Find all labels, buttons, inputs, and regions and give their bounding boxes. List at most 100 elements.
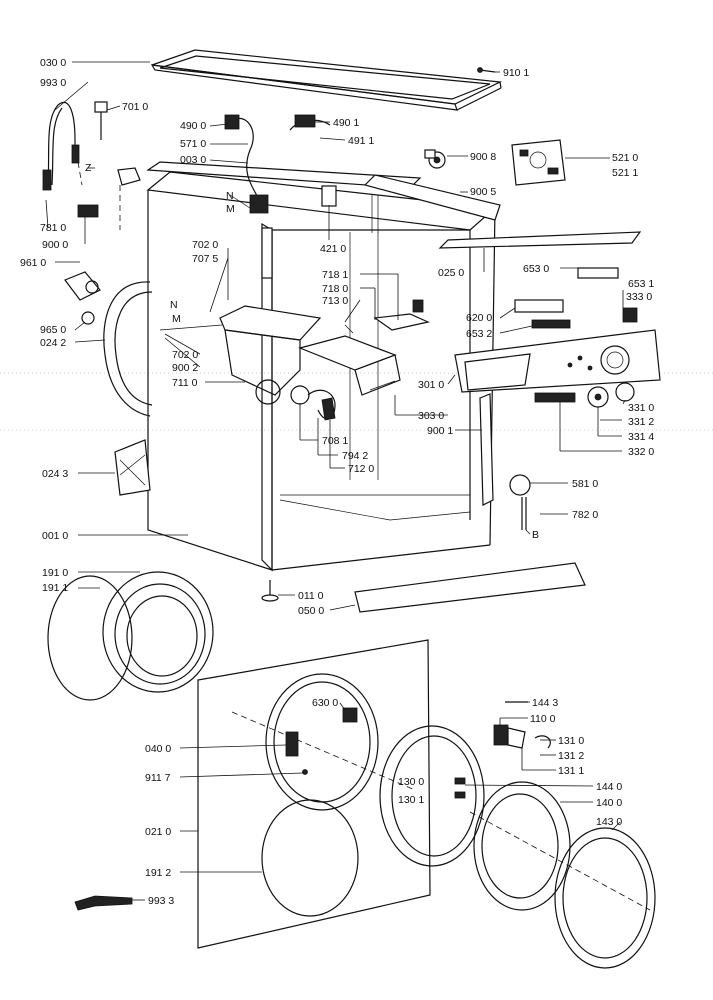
part-label: 131 1: [558, 765, 584, 777]
sensor-part: [509, 474, 531, 530]
part-label: 024 3: [42, 468, 68, 480]
switch-part: [577, 267, 619, 279]
part-label: 333 0: [626, 291, 652, 303]
drawer-part: [298, 335, 401, 396]
door-glass-part: [469, 781, 656, 969]
part-label: 144 0: [596, 781, 622, 793]
part-label: 131 0: [558, 735, 584, 747]
top-cover-part: [150, 49, 503, 111]
rail-part: [438, 231, 642, 249]
service-tool-part: [74, 895, 133, 911]
door-seal-part: [103, 281, 153, 417]
knob-part: [534, 382, 635, 408]
part-label: N: [170, 299, 178, 311]
part-label: M: [226, 203, 235, 215]
door-frame-part: [379, 725, 485, 867]
part-label: 718 0: [322, 283, 348, 295]
part-label: 653 2: [466, 328, 492, 340]
part-label: 331 4: [628, 431, 654, 443]
part-label: 001 0: [42, 530, 68, 542]
part-label: 993 0: [40, 77, 66, 89]
part-label: 900 2: [172, 362, 198, 374]
filter-part: [321, 185, 337, 207]
leader-lines: [45, 61, 626, 901]
side-rail-part: [363, 174, 501, 221]
part-label: 713 0: [322, 295, 348, 307]
part-label: 911 7: [145, 772, 171, 784]
control-board-part: [511, 139, 566, 186]
screw-part: [302, 769, 308, 775]
gasket-part: [81, 311, 95, 325]
part-label: 900 0: [42, 239, 68, 251]
part-label: 003 0: [180, 154, 206, 166]
part-label: 521 1: [612, 167, 638, 179]
part-label: 718 1: [322, 269, 348, 281]
part-label: 701 0: [122, 101, 148, 113]
water-valve-part: [77, 101, 141, 230]
front-panel-part: [197, 639, 431, 949]
part-label: Z: [85, 162, 92, 174]
part-label: 910 1: [503, 67, 529, 79]
part-label: 491 1: [348, 135, 374, 147]
control-panel-part: [454, 329, 661, 393]
handle-part: [285, 731, 299, 757]
part-label: 782 0: [572, 509, 598, 521]
part-label: 707 5: [192, 253, 218, 265]
part-label: 191 1: [42, 582, 68, 594]
part-number-labels: 030 0 993 0 701 0 490 0 571 0 003 0 490 …: [20, 57, 654, 907]
part-label: M: [172, 313, 181, 325]
part-label: 191 2: [145, 867, 171, 879]
part-label: 131 2: [558, 750, 584, 762]
filter-pump-part: [64, 271, 101, 301]
switch-part: [531, 319, 571, 329]
cabinet-part: [146, 171, 497, 572]
part-label: 191 0: [42, 567, 68, 579]
part-label: 025 0: [438, 267, 464, 279]
lever-part: [344, 299, 430, 334]
wiring-harness-part: [224, 114, 331, 214]
part-label: 021 0: [145, 826, 171, 838]
part-label: 332 0: [628, 446, 654, 458]
part-label: 130 0: [398, 776, 424, 788]
part-label: N: [226, 190, 234, 202]
part-label: 143 0: [596, 816, 622, 828]
inlet-hose-part: [42, 102, 83, 191]
part-label: 303 0: [418, 410, 444, 422]
part-label: 040 0: [145, 743, 171, 755]
door-lock-part: [424, 149, 446, 169]
part-label: 781 0: [40, 222, 66, 234]
part-label: 965 0: [40, 324, 66, 336]
part-label: B: [532, 529, 539, 541]
hinge-strip-part: [479, 393, 494, 506]
screw-part: [477, 67, 496, 73]
filter-grid-part: [114, 439, 151, 496]
part-label: 024 2: [40, 337, 66, 349]
part-label: 331 2: [628, 416, 654, 428]
part-label: 521 0: [612, 152, 638, 164]
part-label: 421 0: [320, 243, 346, 255]
part-label: 993 3: [148, 895, 174, 907]
cross-member-part: [146, 161, 422, 189]
part-label: 653 1: [628, 278, 654, 290]
part-label: 702 0: [192, 239, 218, 251]
part-label: 708 1: [322, 435, 348, 447]
part-label: 712 0: [348, 463, 374, 475]
part-label: 144 3: [532, 697, 558, 709]
kick-plate-part: [354, 562, 586, 613]
part-label: 711 0: [172, 377, 198, 389]
switch-part: [514, 299, 564, 313]
part-label: 702 0: [172, 349, 198, 361]
part-label: 331 0: [628, 402, 654, 414]
part-label: 900 5: [470, 186, 496, 198]
switch-part: [622, 307, 638, 323]
part-label: 900 1: [427, 425, 453, 437]
part-label: 653 0: [523, 263, 549, 275]
drain-hose-part: [290, 385, 336, 421]
part-label: 130 1: [398, 794, 424, 806]
drum-seal-part: [47, 571, 214, 701]
part-label: 961 0: [20, 257, 46, 269]
part-label: 900 8: [470, 151, 496, 163]
part-label: 620 0: [466, 312, 492, 324]
part-label: 571 0: [180, 138, 206, 150]
